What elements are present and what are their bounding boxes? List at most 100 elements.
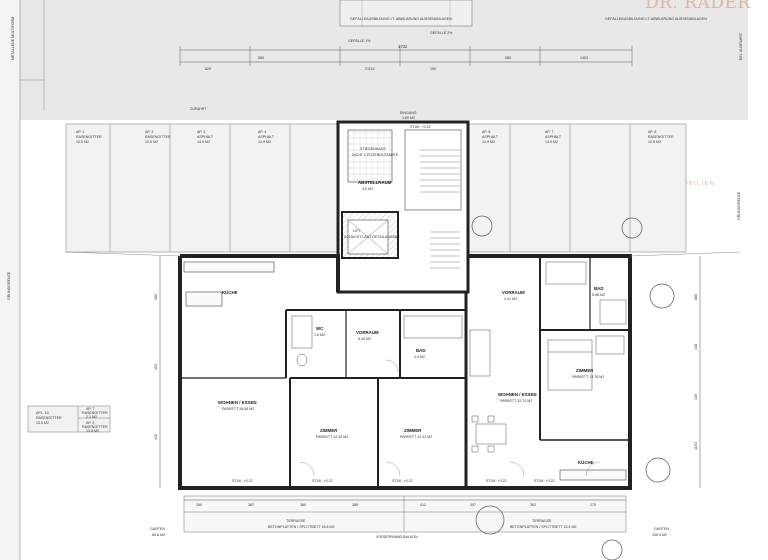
parking-2-id: AP. 3 bbox=[197, 130, 205, 134]
dim-top-0: 550 bbox=[258, 56, 264, 60]
left-parking-1-id: AP. 7 bbox=[86, 407, 94, 411]
parking-0-id: AP. 1 bbox=[76, 130, 84, 134]
left-strip bbox=[0, 0, 20, 560]
elevator-name: LIFT bbox=[353, 229, 361, 233]
slope-tag: GEFÄLLE 1% bbox=[348, 39, 371, 43]
living-right-label: WOHNEN / ESSEN bbox=[498, 392, 537, 397]
garden-left-name: GARTEN bbox=[150, 527, 165, 531]
dim-right-2: 430 bbox=[694, 394, 698, 400]
door-swings bbox=[299, 359, 601, 477]
dining-table bbox=[471, 415, 507, 453]
room-right-label: ZIMMER bbox=[576, 368, 594, 373]
right-fence bbox=[629, 251, 741, 257]
wc-detail: 1.6 M2 bbox=[314, 333, 325, 337]
level-5: STUK. +0.22 bbox=[410, 125, 431, 129]
level-0: STUK. +0.22 bbox=[232, 479, 253, 483]
dim-bottom-0: 260 bbox=[196, 503, 202, 507]
garden-left-detail: 89.6 M2 bbox=[152, 533, 165, 537]
parking-1-area: 12.5 M2 bbox=[145, 140, 158, 144]
lobby-right-label: VORRAUM bbox=[502, 290, 525, 295]
trees bbox=[471, 215, 675, 560]
left-parking-1-type: RASENGITTER bbox=[82, 411, 108, 415]
dim-top2-1: 21115 bbox=[365, 67, 374, 71]
living-left-detail: PARKETT 28.86 M2 bbox=[222, 407, 254, 411]
dim-left-0: 380 bbox=[154, 294, 158, 300]
room-right-detail: PARKETT 13.76 M2 bbox=[572, 375, 604, 379]
parking-6-area: 12.5 M2 bbox=[648, 140, 661, 144]
parking-1-type: RASENGITTER bbox=[145, 135, 171, 139]
parking-6-id: AP. 8 bbox=[648, 130, 656, 134]
dim-bottom-7: 270 bbox=[590, 503, 596, 507]
storage-label: ABSTELLRAUM bbox=[358, 180, 392, 185]
terrace-left-name: TERRASSE bbox=[286, 519, 306, 523]
left-parking-0-id: APL. 10 bbox=[36, 411, 49, 415]
sofa-right bbox=[469, 329, 491, 377]
right-slope-tag: GEFÄLLE 2% bbox=[430, 31, 453, 35]
lobby-right-detail: 4.31 M2 bbox=[504, 297, 517, 301]
dim-left-2: 440 bbox=[154, 434, 158, 440]
left-parking-2-id: AP. 9 bbox=[86, 421, 94, 425]
bed bbox=[547, 335, 625, 391]
dim-top-2: 1403 bbox=[580, 56, 588, 60]
parking-2-area: 14.9 M2 bbox=[197, 140, 210, 144]
left-parking-2-type: RASENGITTER bbox=[82, 425, 108, 429]
bath-right-detail: 5.68 M2 bbox=[592, 293, 605, 297]
stairs-detail: NICHT 1 POTEHOLSTAMTE bbox=[352, 153, 399, 157]
garden-right-detail: 106.5 M2 bbox=[652, 533, 667, 537]
parking-3-type: ASPHALT bbox=[258, 135, 275, 139]
dim-right-3: 1153 bbox=[694, 442, 698, 450]
dim-right-0: 880 bbox=[694, 294, 698, 300]
left-parking-1-area: 2.1 M2 bbox=[86, 415, 97, 419]
left-parking-2-area: 13.5 M2 bbox=[86, 429, 99, 433]
brand-name: DR. RADER bbox=[645, 0, 751, 13]
building-walls bbox=[178, 254, 632, 490]
bath-left-label: BAD bbox=[416, 348, 426, 353]
entrance-name: EINGANG bbox=[400, 111, 417, 115]
terrace-right-detail: BETONPLATTEN / SPLITTBETT 15.4 M2 bbox=[510, 525, 577, 529]
right-slope-note: GEFÄLLEAUSBILDUNG LT. ABWLÄRUNG AUSSENAN… bbox=[605, 17, 707, 21]
lobby-label: VORRAUM bbox=[356, 330, 379, 335]
stairs-name: STIEGENHAUS bbox=[360, 147, 386, 151]
level-1: STUK. +0.22 bbox=[312, 479, 333, 483]
dim-bottom-2: 360 bbox=[300, 503, 306, 507]
slope-note: GEFÄLLEAUSBILDUNG LT. ABWLÄRUNG AUSSENAN… bbox=[350, 17, 452, 21]
parking-3-area: 14.9 M2 bbox=[258, 140, 271, 144]
room1-label: ZIMMER bbox=[320, 428, 338, 433]
terrace-band bbox=[183, 495, 627, 533]
left-fence bbox=[65, 251, 181, 257]
parking-4-type: ASPHALT bbox=[482, 135, 499, 139]
parking-5-type: ASPHALT bbox=[545, 135, 562, 139]
storage-detail: 4.6 M2 bbox=[362, 187, 373, 191]
dim-bottom-3: 385 bbox=[352, 503, 358, 507]
bathroom-fixtures bbox=[291, 261, 627, 367]
level-3: STUK. +0.22 bbox=[486, 479, 507, 483]
left-parking-0-type: RASENGITTER bbox=[36, 416, 62, 420]
parking-0-area: 12.5 M2 bbox=[76, 140, 89, 144]
top-dimension-chain bbox=[179, 46, 633, 66]
kitchen-counter-right bbox=[559, 469, 627, 481]
parking-0-type: RASENGITTER bbox=[76, 135, 102, 139]
living-left-label: WOHNEN / ESSEN bbox=[218, 400, 257, 405]
wc-label: WC bbox=[316, 326, 324, 331]
kitchen-right-label: KÜCHE bbox=[578, 460, 594, 465]
top-shaft-box bbox=[339, 0, 473, 27]
room2-detail: PARKETT 12.33 M2 bbox=[400, 435, 432, 439]
dim-top2-2: 150 bbox=[430, 67, 436, 71]
dim-bottom-4: 412 bbox=[420, 503, 426, 507]
dim-top2-0: 620 bbox=[205, 67, 211, 71]
parking-5-area: 14.9 M2 bbox=[545, 140, 558, 144]
brand-subtitle: IMMOBILIEN bbox=[668, 181, 715, 187]
street-label: ZUFAHRT bbox=[190, 107, 207, 111]
parking-3-id: AP. 4 bbox=[258, 130, 266, 134]
parking-5-id: AP. 7 bbox=[545, 130, 553, 134]
parking-row bbox=[65, 123, 687, 253]
level-2: STUK. +0.22 bbox=[392, 479, 413, 483]
parking-4-area: 14.9 M2 bbox=[482, 140, 495, 144]
dim-left-1: 453 bbox=[154, 364, 158, 370]
elevator-detail: SCHACHT LAUT DETAILANGABE bbox=[344, 235, 400, 239]
room2-label: ZIMMER bbox=[404, 428, 422, 433]
kitchen-left-label: KÜCHE bbox=[222, 290, 238, 295]
bath-right-label: BAD bbox=[594, 286, 604, 291]
dim-bottom-1: 382 bbox=[248, 503, 254, 507]
